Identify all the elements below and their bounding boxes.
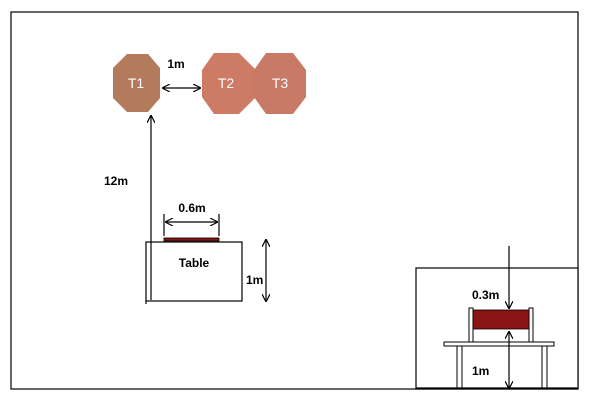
target-t2-shape — [202, 53, 256, 114]
marker-top-view — [163, 237, 220, 242]
side-view-leg-left — [456, 345, 463, 389]
target-t3-label: T3 — [272, 75, 289, 91]
target-t2: T2 — [202, 53, 256, 114]
target-t3: T3 — [254, 53, 306, 114]
target-t1: T1 — [113, 54, 160, 112]
table-top-view — [145, 241, 243, 302]
side-view-tabletop — [443, 341, 555, 347]
side-view-leg-right — [541, 345, 548, 389]
target-t2-label: T2 — [218, 75, 235, 91]
table-label: Table — [179, 256, 210, 270]
side-view-stand-left — [468, 307, 474, 343]
side-view-height-label: 1m — [472, 364, 489, 378]
target-t1-label: T1 — [128, 75, 145, 91]
target-t3-shape — [254, 53, 306, 114]
distance-label: 12m — [104, 174, 128, 188]
marker-width-label: 0.6m — [178, 201, 205, 215]
side-view-marker — [472, 309, 530, 330]
target-spacing-label: 1m — [167, 57, 184, 71]
side-view-stand-right — [528, 307, 534, 343]
table-depth-label: 1m — [246, 273, 263, 287]
side-view-offset-label: 0.3m — [472, 288, 499, 302]
target-t1-shape — [113, 54, 160, 112]
